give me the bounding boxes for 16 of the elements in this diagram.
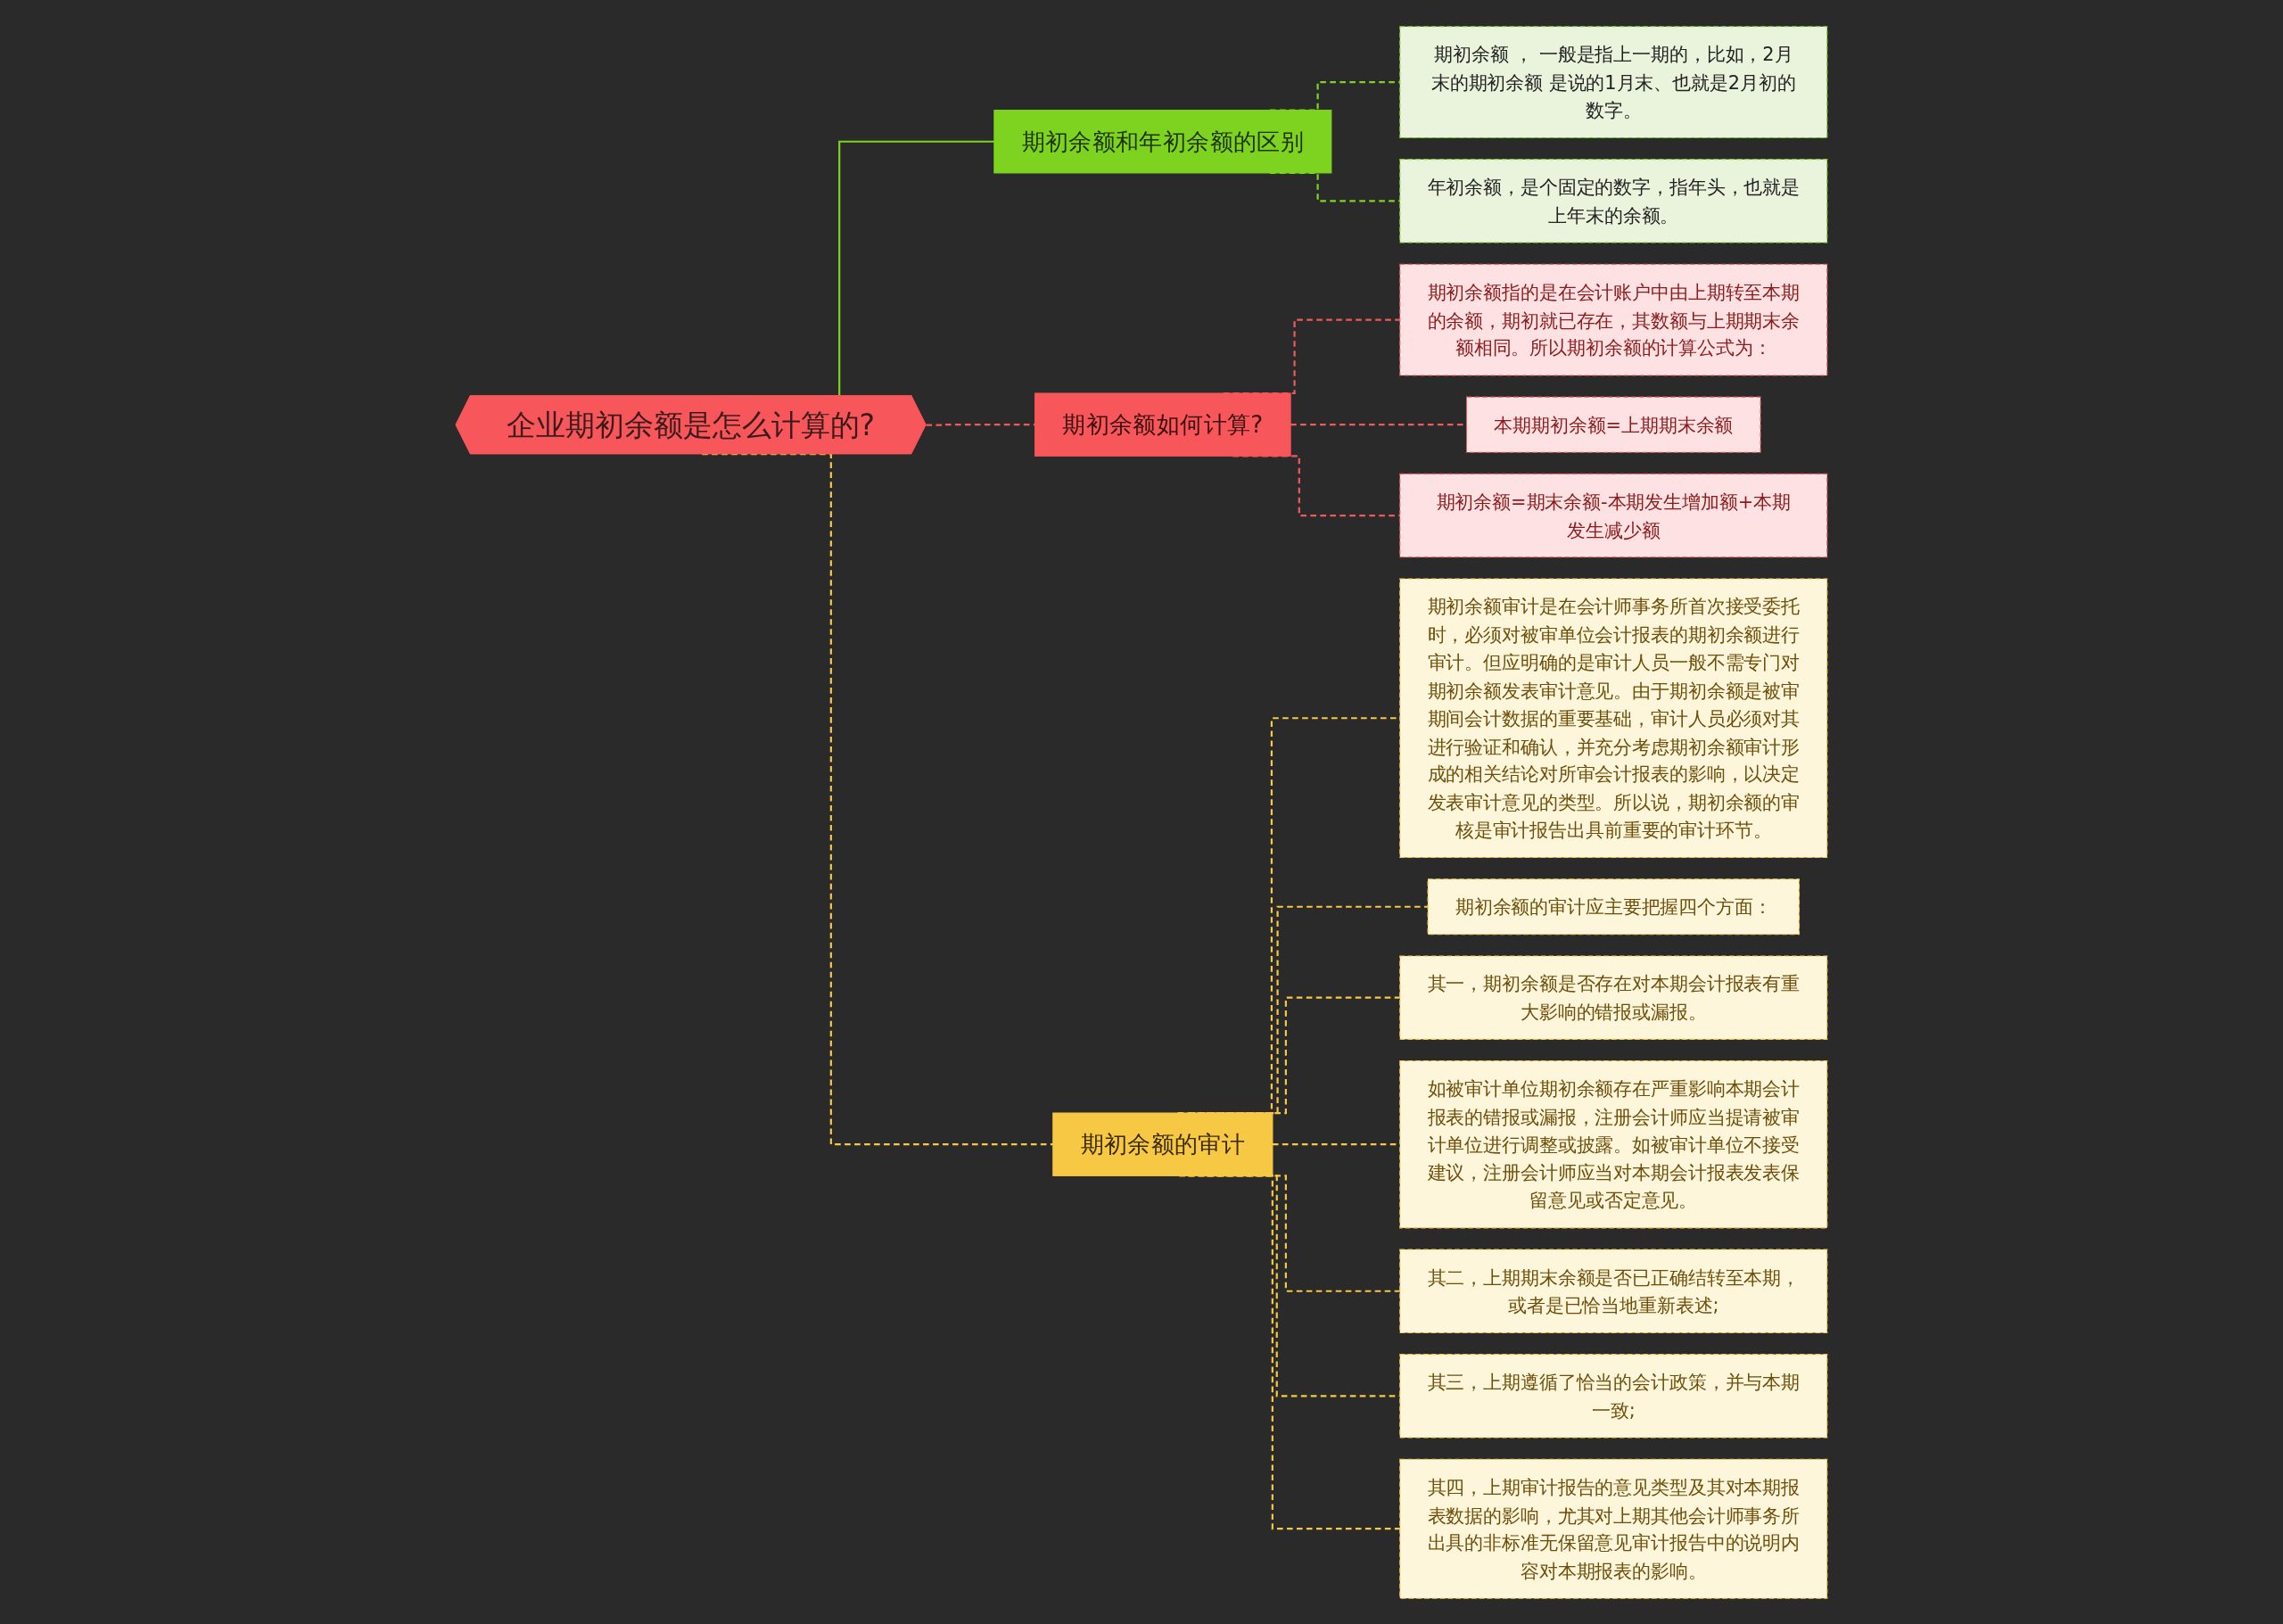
node-box: [1399, 473, 1828, 557]
node-box: [1399, 954, 1828, 1040]
node-box: [1399, 1249, 1828, 1333]
node-box: [1465, 396, 1761, 453]
node-box: [1399, 577, 1828, 858]
node-box: [1399, 25, 1828, 138]
node-box: [1399, 1458, 1828, 1599]
node-box: [1399, 1059, 1828, 1228]
node-box: [1399, 1353, 1828, 1439]
node-box: [1427, 878, 1801, 935]
connector: [702, 452, 1053, 1145]
node-box: [1034, 392, 1291, 457]
node-box: [1052, 1112, 1273, 1176]
node-box: [1399, 158, 1828, 243]
node-box: [993, 109, 1332, 173]
node-box: [1399, 263, 1828, 375]
